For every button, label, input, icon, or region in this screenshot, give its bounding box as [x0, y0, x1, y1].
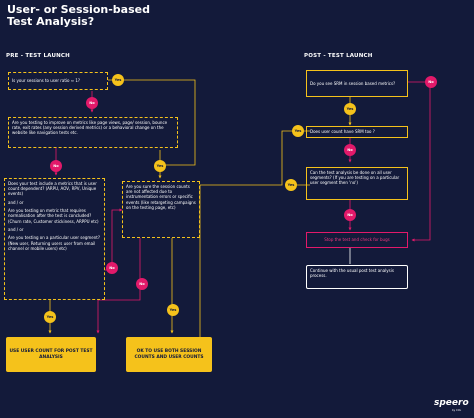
node-user-srm-question: Does user count have SRM too ?: [306, 126, 408, 138]
badge-no: No: [50, 160, 62, 172]
result-ok-both-counts: OK TO USE BOTH SESSION COUNTS AND USER C…: [126, 337, 212, 372]
brand-sub: by CXL: [452, 409, 462, 412]
badge-no: No: [86, 97, 98, 109]
section-pre-test: PRE - TEST LAUNCH: [6, 53, 70, 59]
badge-yes: Yes: [167, 304, 179, 316]
edge-ratio-yes: [108, 79, 196, 166]
stop-test-label: Stop the test and check for bugs: [324, 237, 390, 243]
section-post-test: POST - TEST LAUNCH: [304, 53, 373, 59]
node-improve-question: Are you testing to improve on metrics li…: [8, 117, 178, 148]
edge-srm-no: [408, 81, 431, 242]
result-stop-test: Stop the test and check for bugs: [306, 232, 408, 248]
badge-no: No: [106, 262, 118, 274]
metrics-question-2: Are you testing on metric that requires …: [8, 208, 99, 224]
edge-usersrm-yes: [186, 130, 310, 351]
badge-no: No: [425, 76, 437, 88]
badge-no: No: [344, 209, 356, 221]
and-or-1: and / or: [8, 199, 24, 205]
and-or-2: and / or: [8, 226, 24, 232]
badge-yes: Yes: [112, 74, 124, 86]
badge-yes: Yes: [44, 311, 56, 323]
badge-no: No: [136, 278, 148, 290]
badge-yes: Yes: [292, 125, 304, 137]
node-segment-question: Can the test analysis be done on all use…: [306, 167, 408, 200]
badge-yes: Yes: [285, 179, 297, 191]
page-title-line1: User- or Session-based: [7, 3, 150, 16]
badge-yes: Yes: [344, 103, 356, 115]
page-title: User- or Session-based Test Analysis?: [7, 4, 207, 28]
node-srm-question: Do you see SRM in session based metrics?: [306, 70, 408, 97]
badge-no: No: [344, 144, 356, 156]
page-title-line2: Test Analysis?: [7, 15, 95, 28]
node-metrics-question: Does your test include a metrics that is…: [4, 178, 105, 300]
result-use-user-count: USE USER COUNT FOR POST TEST ANALYSIS: [6, 337, 96, 372]
brand-logo: speero: [434, 398, 469, 408]
node-session-counts-question: Are you sure the session counts are not …: [122, 181, 200, 238]
node-ratio-question: Is your sessions to user ratio ≈ 1?: [8, 72, 108, 90]
metrics-question-1: Does your test include a metrics that is…: [8, 181, 97, 197]
edge-session-no: [96, 238, 141, 334]
metrics-question-3: Are you testing on a particular user seg…: [8, 235, 100, 251]
badge-yes: Yes: [154, 160, 166, 172]
result-continue-analysis: Continue with the usual post test analys…: [306, 265, 408, 289]
edge-metrics-no: [105, 208, 123, 271]
